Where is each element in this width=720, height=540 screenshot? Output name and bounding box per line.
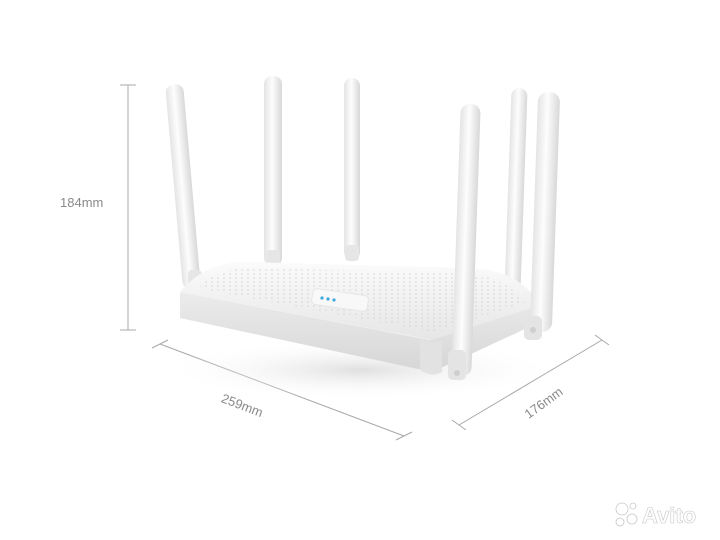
height-dimension-line (120, 84, 136, 331)
avito-watermark: Avito (612, 497, 712, 531)
antenna-front-left (448, 104, 481, 380)
svg-text:Avito: Avito (642, 503, 696, 528)
antenna-back-center-left (264, 76, 282, 268)
height-label: 184mm (60, 195, 104, 210)
antenna-front-right (524, 92, 560, 340)
antenna-back-right (504, 88, 528, 293)
antenna-back-center (344, 78, 360, 261)
avito-logo-icon: Avito (615, 502, 696, 528)
antenna-back-left (165, 84, 202, 292)
